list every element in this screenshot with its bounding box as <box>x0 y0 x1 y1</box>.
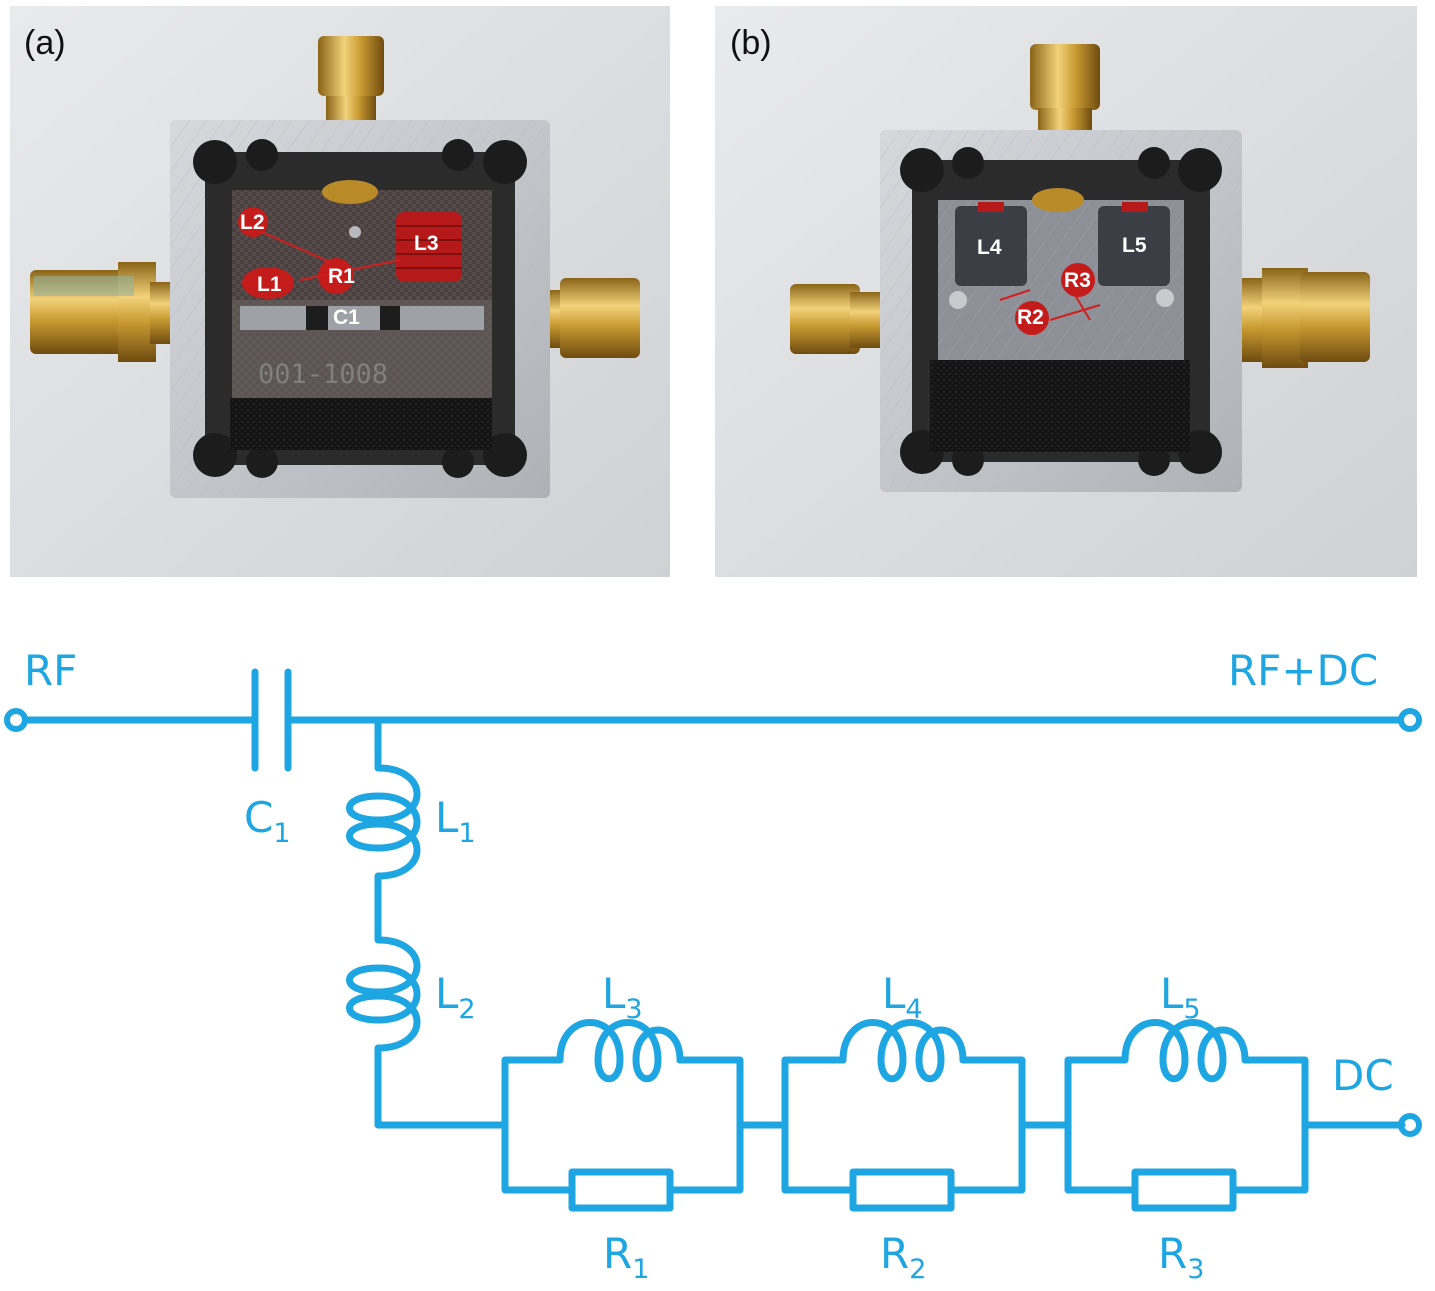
label-r1-a: R1 <box>328 265 355 288</box>
l2-coil-a <box>238 207 268 237</box>
resistor-r2 <box>849 1168 955 1212</box>
r3-resistor-b <box>1061 263 1095 297</box>
label-l2-a: L2 <box>240 211 265 234</box>
label-l2: L2 <box>435 969 476 1025</box>
rf-dc-port-terminal <box>1398 708 1422 732</box>
sma-connector-top-a <box>318 36 384 128</box>
rf-port-terminal <box>4 708 28 732</box>
inductor-l2 <box>346 896 509 1129</box>
sma-connector-left-a <box>30 262 178 362</box>
aluminum-enclosure-b <box>880 130 1242 492</box>
resistor-r1 <box>568 1168 674 1212</box>
inductor-l5 <box>1121 1019 1249 1083</box>
label-c1-a: C1 <box>333 306 360 329</box>
port-label-dc: DC <box>1332 1051 1394 1100</box>
label-l4-b: L4 <box>977 236 1002 259</box>
photo-a: 001-1008 L2 L1 R1 L3 C1 (a) <box>10 6 670 577</box>
label-l1: L1 <box>435 793 476 849</box>
label-r2-b: R2 <box>1017 306 1044 329</box>
schematic: RF RF+DC DC C1 L1 L2 L3 L4 L5 R1 R2 R3 <box>4 646 1422 1285</box>
l4-core-b <box>955 206 1027 286</box>
rl-section-1 <box>501 1019 744 1212</box>
sma-connector-right-a <box>540 278 640 358</box>
l3-coil-a <box>396 212 462 282</box>
label-r3-b: R3 <box>1064 269 1091 292</box>
rl-section-2 <box>781 1019 1026 1212</box>
capacitor-c1 <box>251 668 292 772</box>
label-r2: R2 <box>880 1229 926 1285</box>
sma-connector-right-b <box>1235 268 1370 368</box>
inductor-l3 <box>556 1019 684 1083</box>
label-l4: L4 <box>882 969 923 1025</box>
label-l3-a: L3 <box>414 232 439 255</box>
label-l1-a: L1 <box>257 273 282 296</box>
label-l5: L5 <box>1160 969 1201 1025</box>
board-marking-a: 001-1008 <box>258 359 388 390</box>
panel-label-a: (a) <box>24 24 66 62</box>
l1-coil-a <box>242 267 294 299</box>
sma-connector-left-b <box>790 284 886 354</box>
photo-b: L4 L5 R3 R2 (b) <box>715 6 1417 577</box>
port-label-rf-dc: RF+DC <box>1228 646 1378 695</box>
label-l3: L3 <box>602 969 643 1025</box>
label-l5-b: L5 <box>1122 234 1147 257</box>
panel-label-b: (b) <box>730 24 772 62</box>
rl-section-3 <box>1064 1019 1309 1212</box>
resistor-r3 <box>1131 1168 1237 1212</box>
port-label-rf: RF <box>24 646 77 695</box>
components-b: L4 L5 R3 R2 <box>949 202 1174 335</box>
components-a: L2 L1 R1 L3 C1 <box>238 207 462 329</box>
inductor-l4 <box>839 1019 967 1083</box>
label-r1: R1 <box>603 1229 649 1285</box>
r1-resistor-a <box>318 258 354 294</box>
r2-resistor-b <box>1015 301 1049 335</box>
l5-core-b <box>1098 206 1170 286</box>
label-r3: R3 <box>1158 1229 1204 1285</box>
sma-connector-top-b <box>1030 44 1100 140</box>
label-c1: C1 <box>244 793 291 849</box>
inductor-l1 <box>346 716 421 904</box>
aluminum-enclosure-a: 001-1008 <box>170 120 550 498</box>
